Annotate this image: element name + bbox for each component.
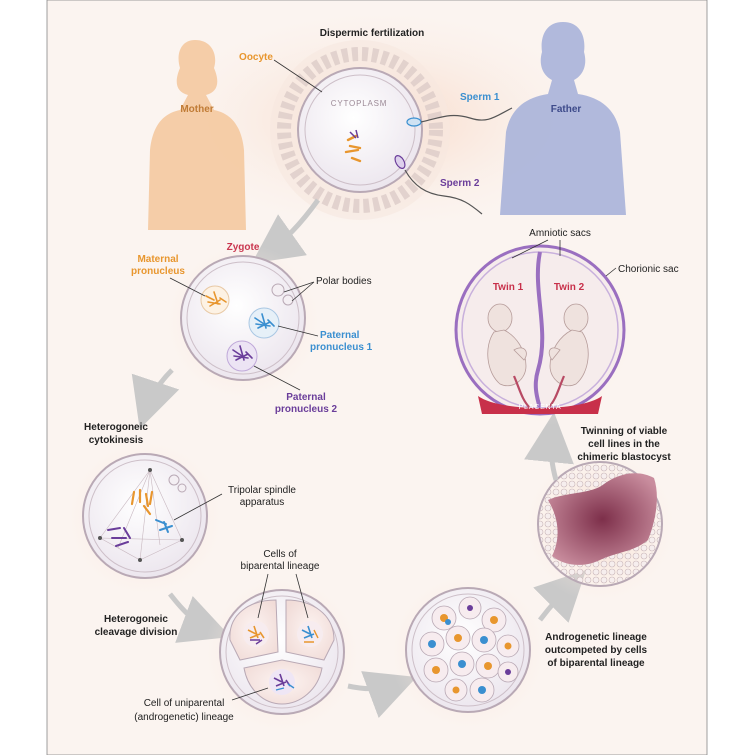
oocyte-label: Oocyte bbox=[239, 52, 273, 63]
mother-silhouette bbox=[148, 40, 246, 230]
twin-1-label: Twin 1 bbox=[493, 282, 524, 293]
father-silhouette bbox=[500, 22, 626, 215]
blastocyst-caption-1: Twinning of viable bbox=[581, 426, 668, 437]
cytokinesis-title-1: Heterogoneic bbox=[84, 422, 148, 433]
cleavage-title-2: cleavage division bbox=[95, 627, 178, 638]
spindle-label-2: apparatus bbox=[240, 497, 284, 508]
twin-1-figure bbox=[487, 303, 527, 387]
tripolar-spindle bbox=[99, 469, 183, 561]
biparental-label-1: Cells of bbox=[263, 549, 297, 560]
chorionic-leader bbox=[605, 267, 617, 277]
oocyte-leader bbox=[273, 59, 323, 93]
paternal-pronucleus-1-label-2: pronucleus 1 bbox=[310, 342, 373, 353]
father-label: Father bbox=[551, 104, 582, 115]
maternal-pronucleus bbox=[200, 285, 230, 315]
blastocoel-cavity bbox=[548, 473, 657, 565]
chorionic-sac-label: Chorionic sac bbox=[618, 264, 679, 275]
placenta bbox=[478, 396, 602, 414]
paternal-pronucleus-1 bbox=[248, 307, 280, 339]
twin-2-figure bbox=[548, 303, 589, 387]
paternal-1-leader bbox=[277, 325, 319, 337]
oocyte bbox=[270, 40, 450, 220]
sperm-2-label: Sperm 2 bbox=[440, 178, 480, 189]
cytoplasm-label: CYTOPLASM bbox=[331, 99, 387, 108]
morula-caption-1: Androgenetic lineage bbox=[545, 632, 647, 643]
sperm-1-label: Sperm 1 bbox=[460, 92, 500, 103]
biparental-leader bbox=[257, 573, 309, 619]
polar-body-1 bbox=[271, 283, 285, 297]
arrow-to-cytokinesis bbox=[131, 368, 180, 429]
chorionic-sac bbox=[446, 238, 634, 426]
amniotic-sacs-label: Amniotic sacs bbox=[529, 228, 591, 239]
zygote bbox=[165, 244, 321, 400]
paternal-pronucleus-2-label-1: Paternal bbox=[286, 392, 326, 403]
arrow-to-zygote bbox=[251, 198, 321, 264]
uniparental-label-1: Cell of uniparental bbox=[144, 698, 225, 709]
maternal-pronucleus-label-2: pronucleus bbox=[131, 266, 185, 277]
diagram-title: Dispermic fertilization bbox=[320, 28, 424, 39]
sperm-1 bbox=[406, 107, 513, 127]
cytokinesis-title-2: cytokinesis bbox=[89, 435, 144, 446]
polar-bodies-label: Polar bodies bbox=[316, 276, 372, 287]
blastocyst-caption-2: cell lines in the bbox=[588, 439, 660, 450]
cleavage-cell bbox=[204, 577, 360, 733]
paternal-2-leader bbox=[253, 365, 301, 391]
spindle-label-1: Tripolar spindle bbox=[228, 485, 296, 496]
maternal-pronucleus-label-1: Maternal bbox=[137, 254, 178, 265]
mother-label: Mother bbox=[180, 104, 213, 115]
sperm-2 bbox=[394, 155, 483, 215]
paternal-pronucleus-1-label-1: Paternal bbox=[320, 330, 360, 341]
arrow-to-twins bbox=[524, 412, 574, 481]
spindle-leader bbox=[173, 493, 223, 521]
polar-body-4 bbox=[177, 483, 187, 493]
polar-body-2 bbox=[282, 294, 294, 306]
arrow-to-morula bbox=[347, 671, 417, 718]
amniotic-divider bbox=[533, 251, 545, 411]
cleavage-title-1: Heterogoneic bbox=[104, 614, 168, 625]
polar-bodies-leader bbox=[283, 281, 315, 302]
polar-body-3 bbox=[168, 474, 180, 486]
maternal-leader bbox=[169, 277, 206, 297]
cytokinesis-cell bbox=[67, 440, 223, 596]
morula bbox=[390, 574, 546, 730]
placenta-label: PLACENTA bbox=[519, 404, 562, 411]
paternal-pronucleus-2 bbox=[226, 340, 258, 372]
blastocyst bbox=[524, 450, 676, 602]
paternal-pronucleus-2-label-2: pronucleus 2 bbox=[275, 404, 338, 415]
uniparental-leader bbox=[231, 687, 269, 701]
arrow-to-cleavage bbox=[168, 592, 231, 643]
amniotic-leader bbox=[511, 239, 561, 259]
morula-caption-2: outcompeted by cells bbox=[545, 645, 648, 656]
morula-caption-3: of biparental lineage bbox=[547, 658, 645, 669]
oocyte-chromosomes bbox=[344, 129, 362, 163]
twin-2-label: Twin 2 bbox=[554, 282, 585, 293]
biparental-label-2: biparental lineage bbox=[241, 561, 320, 572]
uniparental-label-2: (androgenetic) lineage bbox=[134, 712, 234, 723]
blastocyst-caption-3: chimeric blastocyst bbox=[577, 452, 671, 463]
